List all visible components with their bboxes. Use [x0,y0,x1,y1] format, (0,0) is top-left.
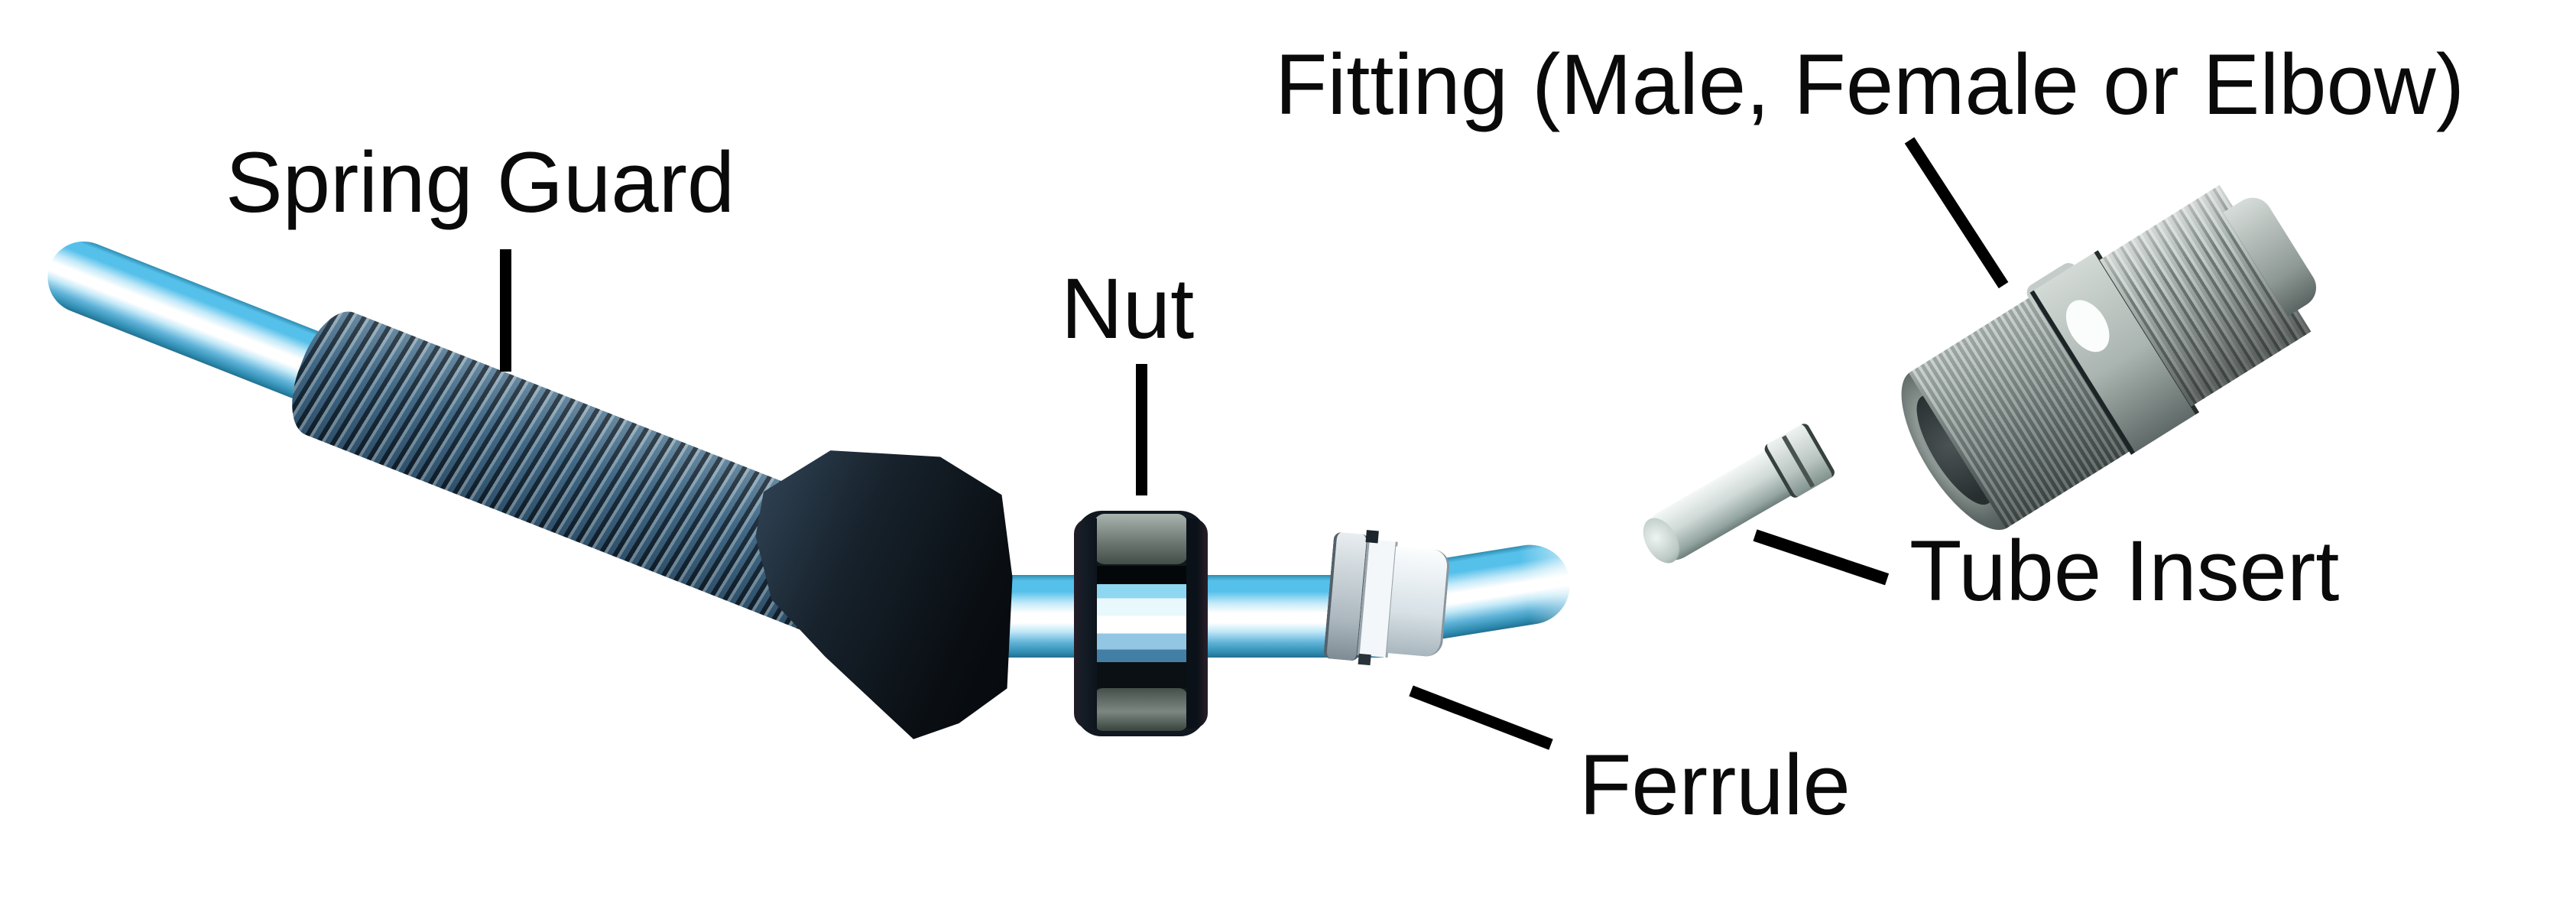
ferrule-cone [1386,546,1451,658]
fitting-leader-line [1904,137,2009,289]
tube-open-end [1517,539,1576,625]
nut-left-edge [1074,518,1097,729]
strain-relief-boot [755,450,1013,739]
nut-leader-line [1136,364,1147,495]
tube-insert-leader-line [1753,529,1890,586]
ferrule [1323,530,1455,670]
nut-bottom-face [1094,688,1188,731]
nut [1074,511,1208,736]
nut-lower-band [1088,662,1194,688]
spring-guard-label: Spring Guard [225,135,735,230]
ferrule-notch-top [1365,530,1379,544]
nut-label: Nut [1061,261,1195,356]
nut-right-edge [1186,518,1208,729]
tube-insert-label: Tube Insert [1909,523,2340,619]
fitting [1877,161,2341,551]
ferrule-label: Ferrule [1579,737,1851,833]
nut-tube-reflection [1091,584,1191,664]
ferrule-leader-line [1409,685,1553,750]
fitting-label: Fitting (Male, Female or Elbow) [1275,37,2465,132]
nut-top-face [1094,514,1188,564]
nut-shoulder-edge [1082,566,1200,586]
ferrule-notch-bottom [1358,653,1371,666]
spring-guard-leader-line [500,249,511,372]
